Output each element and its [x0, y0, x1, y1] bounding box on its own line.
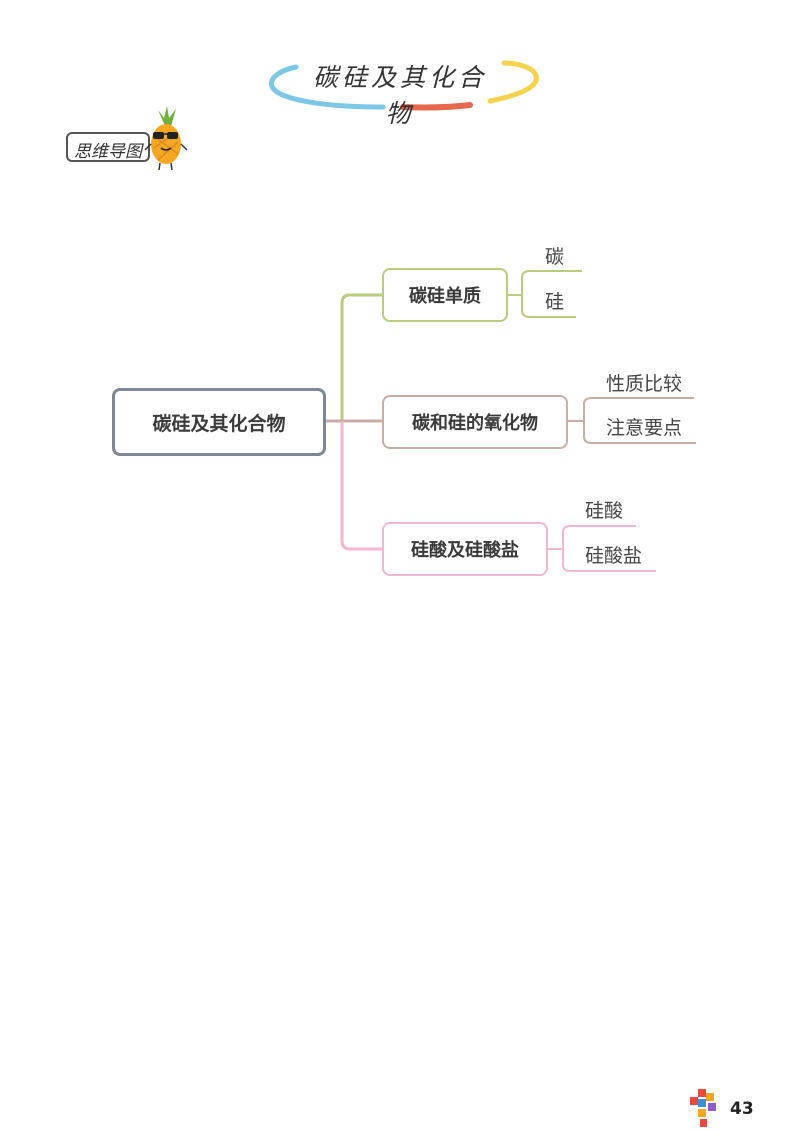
branch-node: 碳和硅的氧化物 — [382, 395, 568, 449]
leaf-node: 注意要点 — [606, 417, 683, 439]
leaf-node: 硅酸 — [585, 500, 624, 522]
badge-label: 思维导图 — [74, 142, 142, 162]
root-node: 碳硅及其化合物 — [112, 388, 326, 456]
publisher-logo-icon — [690, 1089, 716, 1127]
leaf-node: 硅酸盐 — [585, 545, 643, 567]
page-number: 43 — [730, 1099, 754, 1119]
branch-node: 碳硅单质 — [382, 268, 508, 322]
pineapple-icon — [144, 106, 188, 171]
leaf-node: 性质比较 — [606, 373, 683, 395]
title-decoration — [268, 60, 539, 111]
leaf-node: 硅 — [545, 291, 565, 313]
branch-node: 硅酸及硅酸盐 — [382, 522, 548, 576]
leaf-node: 碳 — [545, 246, 565, 268]
page-title: 碳硅及其化合物 — [312, 63, 487, 128]
